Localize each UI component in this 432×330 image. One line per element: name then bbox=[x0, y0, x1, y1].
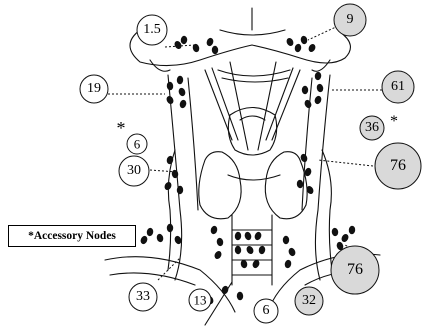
lymph-node bbox=[210, 225, 218, 235]
badge-76-right: 76 bbox=[390, 158, 406, 174]
lymph-node bbox=[166, 81, 173, 90]
lymph-node bbox=[235, 246, 242, 255]
lymph-node bbox=[165, 95, 175, 105]
badge-6-left: 6 bbox=[134, 138, 141, 151]
badge-19: 19 bbox=[87, 82, 101, 96]
lymph-node bbox=[163, 181, 173, 191]
lymph-node bbox=[303, 99, 312, 109]
lymph-node bbox=[331, 227, 339, 236]
asterisk-left: * bbox=[117, 119, 126, 137]
lymph-node bbox=[287, 247, 296, 257]
lymph-node bbox=[340, 233, 350, 243]
lymph-node bbox=[139, 235, 148, 245]
lymph-node bbox=[234, 232, 241, 241]
lymph-node bbox=[156, 233, 164, 243]
badge-61: 61 bbox=[391, 80, 405, 94]
lymph-node bbox=[294, 43, 302, 53]
lymph-node bbox=[167, 224, 173, 232]
lymph-node bbox=[245, 245, 255, 255]
lymph-node bbox=[302, 86, 309, 95]
badge-32: 32 bbox=[302, 294, 316, 308]
lymph-node bbox=[213, 250, 223, 260]
lymph-node bbox=[237, 292, 244, 301]
lymph-node bbox=[254, 231, 263, 241]
accessory-nodes-legend: *Accessory Nodes bbox=[8, 225, 136, 247]
lymph-node bbox=[216, 237, 224, 246]
lymph-node bbox=[285, 37, 294, 47]
badge-1-5: 1.5 bbox=[143, 23, 161, 37]
badge-30: 30 bbox=[127, 164, 141, 178]
lymph-node bbox=[316, 83, 324, 93]
lymph-node bbox=[221, 285, 230, 295]
badge-76-bottom: 76 bbox=[347, 262, 363, 278]
lymph-node bbox=[284, 259, 292, 269]
lymph-node bbox=[180, 35, 187, 44]
lymph-node bbox=[146, 227, 154, 236]
lymph-node bbox=[314, 71, 322, 80]
lymph-node bbox=[179, 99, 188, 109]
lymph-node bbox=[206, 37, 215, 47]
asterisk-right: * bbox=[390, 114, 398, 130]
badge-6-bottom: 6 bbox=[263, 304, 270, 318]
lymph-node bbox=[300, 35, 308, 44]
lymph-node bbox=[296, 180, 303, 189]
lymph-node bbox=[192, 43, 200, 53]
badge-33: 33 bbox=[136, 290, 150, 304]
lymph-node bbox=[307, 43, 316, 53]
lymph-node bbox=[177, 76, 184, 85]
lymph-node bbox=[258, 245, 266, 254]
lymph-node bbox=[283, 236, 290, 245]
lymph-node bbox=[240, 259, 248, 269]
lymph-node bbox=[178, 87, 187, 97]
badge-36: 36 bbox=[365, 121, 379, 135]
lymph-node bbox=[313, 95, 322, 105]
badge-13: 13 bbox=[194, 294, 207, 307]
lymph-node bbox=[244, 231, 253, 241]
lymph-node bbox=[212, 46, 219, 55]
lymph-node bbox=[348, 225, 355, 234]
badge-9: 9 bbox=[347, 13, 354, 27]
